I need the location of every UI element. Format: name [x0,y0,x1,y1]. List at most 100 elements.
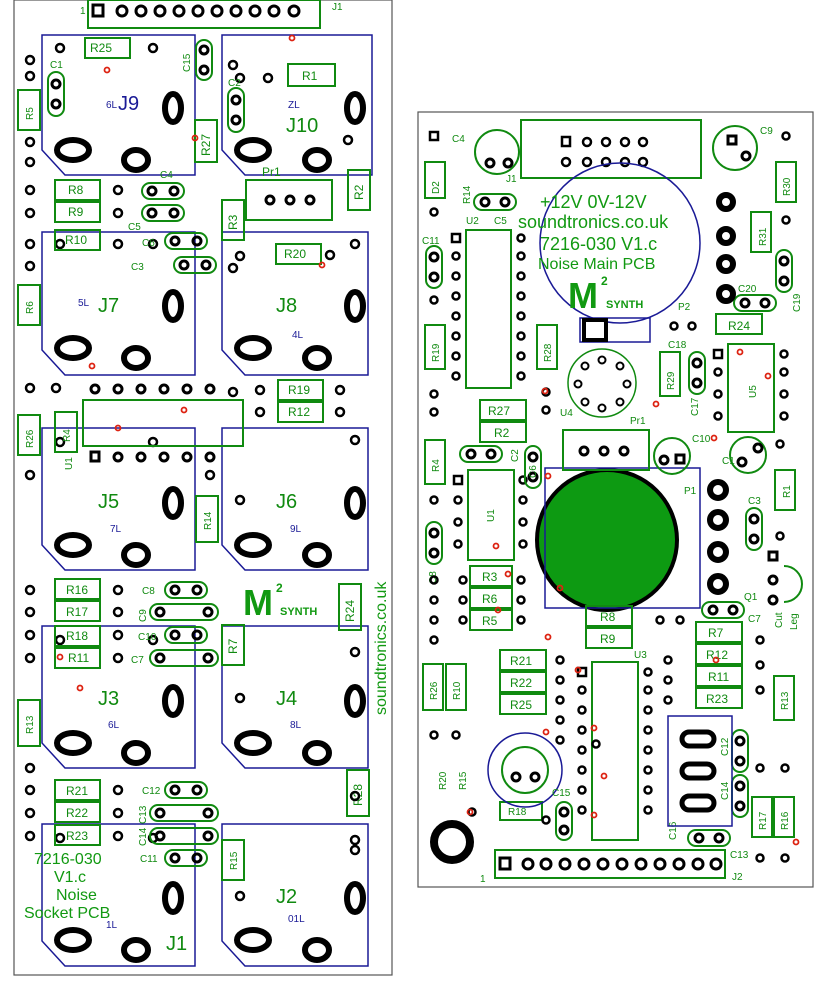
left-ic-u1-outline [82,399,244,447]
left-logo-m: M [243,582,273,623]
jack-label-j5: J5 [98,491,119,513]
res-r7: R7 [226,638,240,654]
power-header-ref: J1 [506,174,517,185]
rres-r6: R6 [482,592,498,606]
left-title-line4: Socket PCB [24,905,110,922]
left-misc-pads [24,54,361,846]
right-tsocket [567,348,637,418]
right-part-text: 7216-030 V1.c [540,234,657,254]
right-small-caps [425,193,793,847]
rres-r3: R3 [482,570,498,584]
rres-r17: R17 [758,811,769,830]
cap-c2: C2 [228,78,241,89]
jack-label-j10: J10 [286,115,318,137]
left-ic-u1-label: U1 [64,457,75,470]
rres-r15: R15 [458,771,469,790]
right-name-text: Noise Main PCB [538,256,655,273]
left-header-pin1: 1 [80,6,86,17]
right-logo: M 2 SYNTH [568,274,643,316]
res-r25: R25 [90,41,112,55]
right-electrolytic-pads [484,134,764,783]
jack-label-j9: J9 [118,93,139,115]
cap-c12: C12 [142,786,161,797]
left-header-pins [91,3,301,18]
jack-j2-outline [221,823,369,967]
res-r19: R19 [288,383,310,397]
jack-label-j2: J2 [276,886,297,908]
res-r20: R20 [284,247,306,261]
cap-c7: C7 [131,655,144,666]
rcap-c12: C12 [720,737,731,756]
rcap-c11: C11 [422,236,440,247]
rres-r27: R27 [488,404,510,418]
cap-c4: C4 [160,170,173,181]
rres-r11: R11 [708,670,729,684]
rres-r4: R4 [431,459,442,472]
right-ic-pads [450,232,789,815]
res-r5: R5 [25,107,36,120]
res-r13: R13 [25,715,36,734]
rres-r28: R28 [543,343,554,362]
right-ic-outlines [465,229,775,841]
res-r24: R24 [343,600,357,622]
cap-c14: C14 [138,827,149,846]
rcap-c4: C4 [452,134,465,145]
rres-r2: R2 [494,426,510,440]
left-ic-u1-pads [89,383,216,463]
jack-back-j5: 7L [110,524,122,535]
ic-u2: U2 [466,216,479,227]
left-title-line3: Noise [56,887,97,904]
jack-j3-outline [41,625,196,769]
rres-r21: R21 [510,654,532,668]
rres-r10: R10 [452,681,463,700]
cap-c5: C5 [128,222,141,233]
rcap-c2: C2 [510,449,521,462]
cap-c13: C13 [138,805,149,824]
rres-r20: R20 [438,771,449,790]
rcap-c10: C10 [692,434,711,445]
right-ic-labels: U2 U4 U5 U1 U3 [466,216,759,661]
left-preset-label: Pr1 [262,165,281,179]
rcap-c20: C20 [738,284,757,295]
cap-c9: C9 [138,609,149,622]
jack-back-j7: 5L [78,298,90,309]
rres-r8: R8 [600,610,616,624]
right-j2-pins [498,856,723,871]
right-logo-sup: 2 [601,274,608,288]
jack-label-j4: J4 [276,688,297,710]
ic-u5: U5 [748,385,759,398]
rres-r26: R26 [429,681,440,700]
left-logo-synth: SYNTH [280,606,317,618]
right-cut-label: Cut [774,612,785,628]
left-resistor-boxes [17,37,371,881]
jack-back-j2: 01L [288,914,305,925]
rres-r18: R18 [508,807,527,818]
cap-c11: C11 [140,854,158,865]
rres-r1: R1 [782,485,793,498]
left-preset-pads [264,194,316,206]
right-electrolytics [474,125,767,475]
right-pr1-pads [578,445,630,457]
left-preset-outline [245,179,333,221]
rres-r13: R13 [780,691,791,710]
rcap-c7: C7 [748,614,761,625]
res-r6: R6 [25,301,36,314]
right-d2-label: D2 [431,181,442,194]
right-d2-outline [424,161,446,199]
right-resistor-labels: R14 R30 R31 R19 R28 R24 R29 R27 R2 R4 R1… [429,177,793,830]
left-logo: M 2 SYNTH [243,581,317,623]
right-supply-text: +12V 0V-12V [540,192,647,212]
rres-r23: R23 [706,692,728,706]
right-j2-label: J2 [732,872,743,883]
jack-j7-outline [41,231,196,376]
right-p1-label: P1 [684,486,697,497]
jack-j1-outline [41,823,196,967]
ic-u4: U4 [560,408,573,419]
left-header-j1 [87,0,321,29]
left-capacitor-outlines [47,39,245,867]
cap-c8: C8 [142,586,155,597]
jack-label-j8: J8 [276,295,297,317]
rres-r12: R12 [706,648,728,662]
